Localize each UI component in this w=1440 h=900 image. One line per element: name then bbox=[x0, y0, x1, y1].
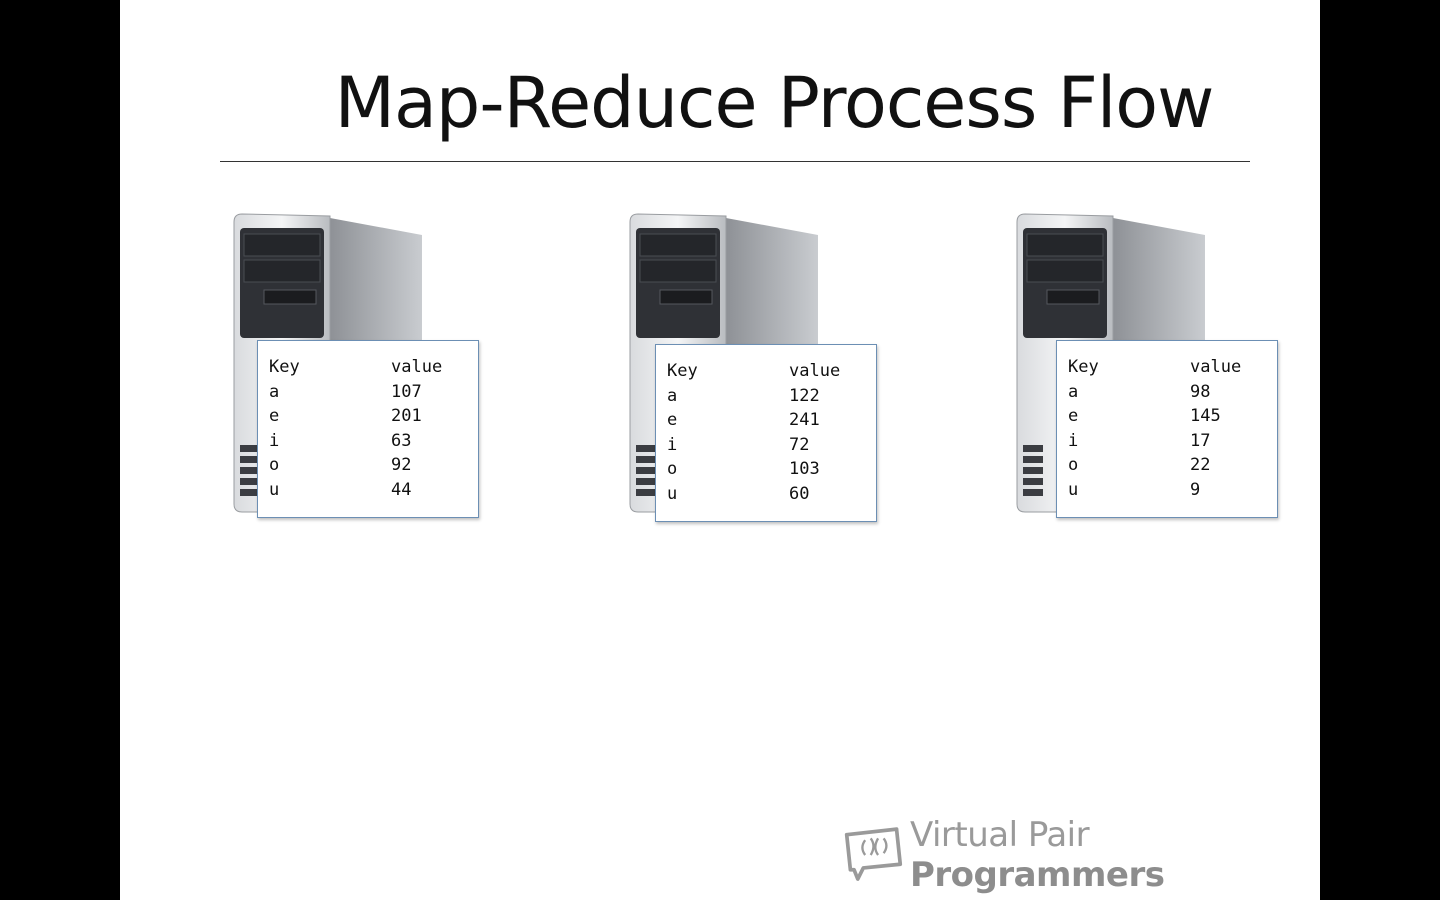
key-cell: e bbox=[269, 406, 280, 427]
value-header: value bbox=[391, 357, 443, 378]
table-header: Key value bbox=[667, 359, 876, 384]
key-cell: i bbox=[667, 434, 678, 455]
speech-bubbles-icon bbox=[844, 827, 903, 881]
title-divider bbox=[220, 161, 1250, 162]
value-header: value bbox=[789, 361, 841, 382]
value-cell: 72 bbox=[789, 434, 810, 455]
value-cell: 98 bbox=[1190, 381, 1211, 402]
value-cell: 103 bbox=[789, 459, 820, 480]
value-cell: 92 bbox=[391, 455, 412, 476]
key-cell: u bbox=[269, 479, 280, 500]
table-header: Key value bbox=[269, 355, 478, 380]
key-cell: a bbox=[667, 385, 678, 406]
value-cell: 201 bbox=[391, 406, 422, 427]
key-header: Key bbox=[269, 357, 300, 378]
key-cell: o bbox=[269, 455, 280, 476]
value-cell: 63 bbox=[391, 430, 412, 451]
table-row: a 98 bbox=[1068, 380, 1277, 405]
key-cell: o bbox=[667, 459, 678, 480]
value-cell: 44 bbox=[391, 479, 412, 500]
value-header: value bbox=[1190, 357, 1242, 378]
table-row: e 201 bbox=[269, 404, 478, 429]
value-cell: 9 bbox=[1190, 479, 1201, 500]
value-cell: 122 bbox=[789, 385, 820, 406]
key-cell: e bbox=[1068, 406, 1079, 427]
table-row: a 122 bbox=[667, 384, 876, 409]
key-cell: u bbox=[667, 483, 678, 504]
key-cell: u bbox=[1068, 479, 1079, 500]
slide-title: Map-Reduce Process Flow bbox=[334, 62, 1215, 144]
key-cell: a bbox=[1068, 381, 1079, 402]
brand-logo: Virtual Pair Programmers bbox=[843, 815, 1320, 895]
table-row: u 44 bbox=[269, 478, 478, 503]
brand-name-bold: Programmers bbox=[909, 855, 1165, 895]
brand-name-light: Virtual Pair bbox=[909, 815, 1090, 855]
key-header: Key bbox=[667, 361, 698, 382]
value-cell: 60 bbox=[789, 483, 810, 504]
table-row: a 107 bbox=[269, 380, 478, 405]
key-cell: i bbox=[269, 430, 280, 451]
value-cell: 145 bbox=[1190, 406, 1221, 427]
value-cell: 22 bbox=[1190, 455, 1211, 476]
key-cell: o bbox=[1068, 455, 1079, 476]
table-row: i 63 bbox=[269, 429, 478, 454]
value-cell: 241 bbox=[789, 410, 820, 431]
table-row: i 72 bbox=[667, 433, 876, 458]
table-row: o 103 bbox=[667, 457, 876, 482]
value-cell: 107 bbox=[391, 381, 422, 402]
key-cell: e bbox=[667, 410, 678, 431]
key-cell: a bbox=[269, 381, 280, 402]
slide: Map-Reduce Process Flow Key value a 107 bbox=[120, 0, 1320, 900]
table-header: Key value bbox=[1068, 355, 1277, 380]
table-row: o 92 bbox=[269, 453, 478, 478]
table-row: i 17 bbox=[1068, 429, 1277, 454]
brand-name: Virtual Pair Programmers bbox=[910, 815, 1320, 895]
node-1-output-table: Key value a 107 e 201 i 63 o 92 u 44 bbox=[257, 340, 479, 518]
table-row: u 60 bbox=[667, 482, 876, 507]
table-row: o 22 bbox=[1068, 453, 1277, 478]
key-header: Key bbox=[1068, 357, 1099, 378]
table-row: e 145 bbox=[1068, 404, 1277, 429]
key-cell: i bbox=[1068, 430, 1079, 451]
value-cell: 17 bbox=[1190, 430, 1211, 451]
table-row: e 241 bbox=[667, 408, 876, 433]
node-2-output-table: Key value a 122 e 241 i 72 o 103 u 60 bbox=[655, 344, 877, 522]
